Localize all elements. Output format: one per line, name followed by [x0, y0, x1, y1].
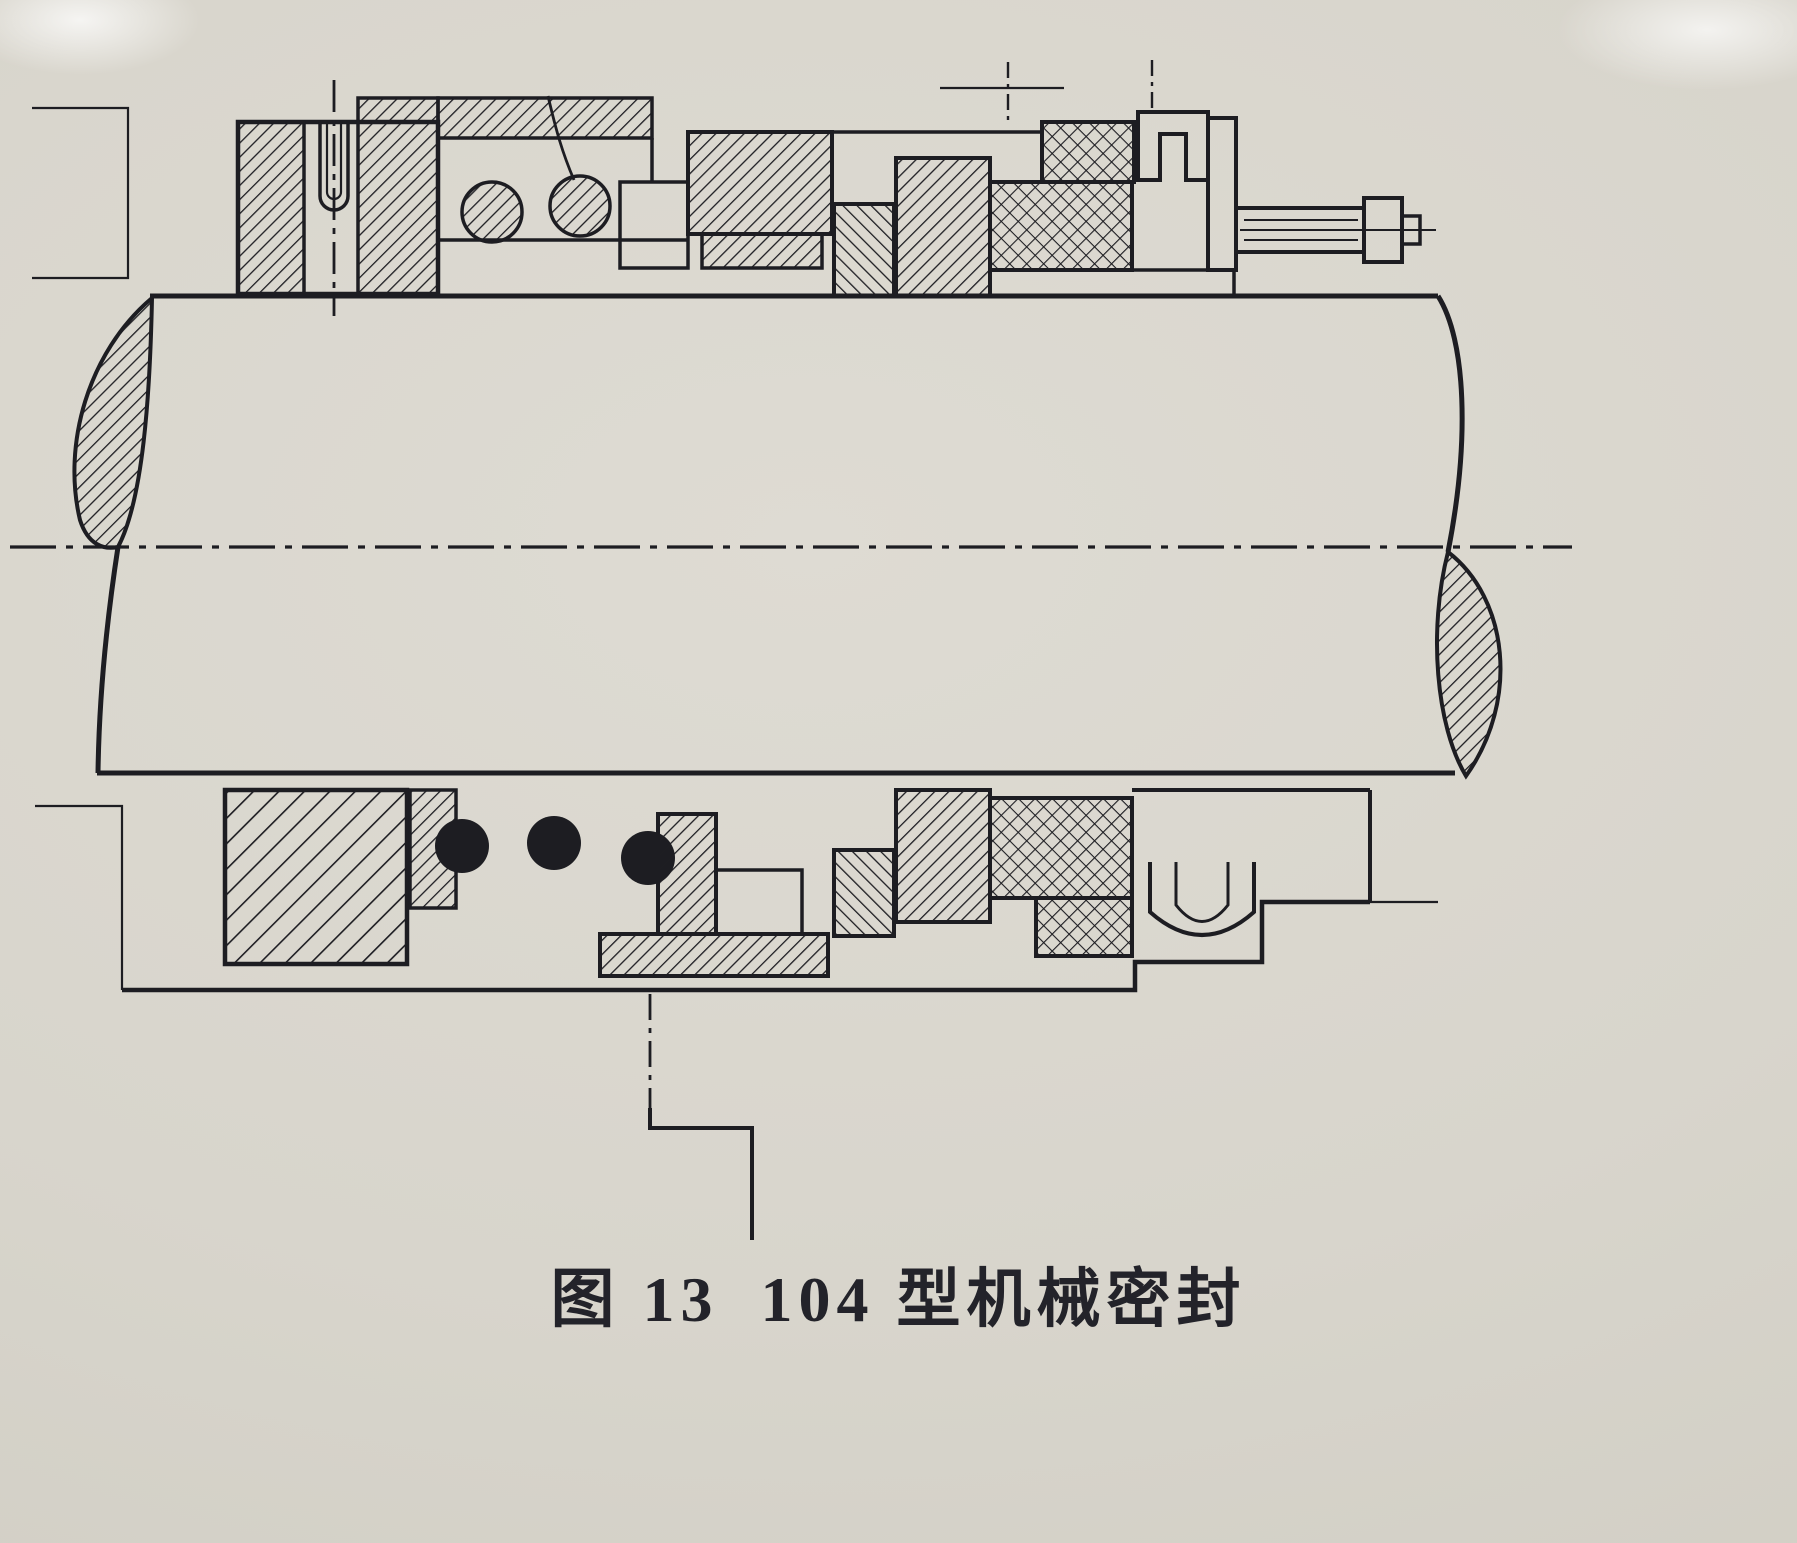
shaft-right-break-lens: [1434, 548, 1503, 780]
lower-housing-stepped-outline: [122, 899, 1370, 993]
lower-spring-coil-1: [435, 819, 489, 873]
spring-retainer-band: [436, 96, 654, 140]
lower-packing-step: [1034, 896, 1134, 958]
lower-bellows-channel: [714, 868, 804, 936]
upper-rotating-face: [832, 202, 896, 298]
upper-leader-curve: [546, 95, 576, 181]
lower-seal-assembly: [35, 787, 1438, 993]
upper-gland-hatch-left: [236, 120, 306, 296]
upper-packing-step: [1040, 120, 1136, 184]
lower-seal-ring-block: [656, 812, 718, 936]
upper-packing-block: [988, 180, 1134, 272]
drain-stepped-line: [648, 1108, 754, 1240]
shaft-left-break-curve: [95, 546, 121, 774]
lower-cup-inner: [1174, 862, 1230, 923]
shaft-left-break-lens: [72, 293, 155, 550]
upper-stationary-seat: [894, 156, 992, 298]
upper-seal-ring-step: [700, 232, 824, 270]
upper-bellows-channel: [618, 180, 690, 270]
lower-packing-block: [988, 796, 1134, 900]
figure-number-label: 图 13: [550, 1264, 719, 1335]
lower-stationary-seat: [894, 788, 992, 924]
lower-spring-coil-2: [527, 816, 581, 870]
upper-packing-base-line: [1132, 268, 1236, 296]
upper-spring-coil-2: [548, 174, 612, 238]
upper-phantom-outline: [32, 106, 130, 280]
upper-spring-coil-1: [460, 180, 524, 244]
lower-seal-ring-step: [598, 932, 830, 978]
lower-cup-outer: [1148, 862, 1256, 937]
lower-phantom-outline: [35, 804, 124, 990]
lower-rotating-face: [832, 848, 896, 938]
drain-connection-line: [648, 994, 754, 1240]
figure-title: 104 型机械密封: [760, 1264, 1247, 1335]
upper-clip: [1136, 110, 1210, 182]
shaft-right-break-curve: [1435, 294, 1465, 553]
upper-gland-hatch-right: [356, 96, 440, 296]
shaft: [72, 293, 1503, 780]
upper-seal-ring-block: [686, 130, 834, 236]
lower-gland-block: [222, 787, 410, 967]
figure-caption: 图 13 104 型机械密封: [0, 1248, 1797, 1340]
upper-seal-assembly: [32, 60, 1436, 316]
upper-gland-plate: [1206, 116, 1238, 272]
